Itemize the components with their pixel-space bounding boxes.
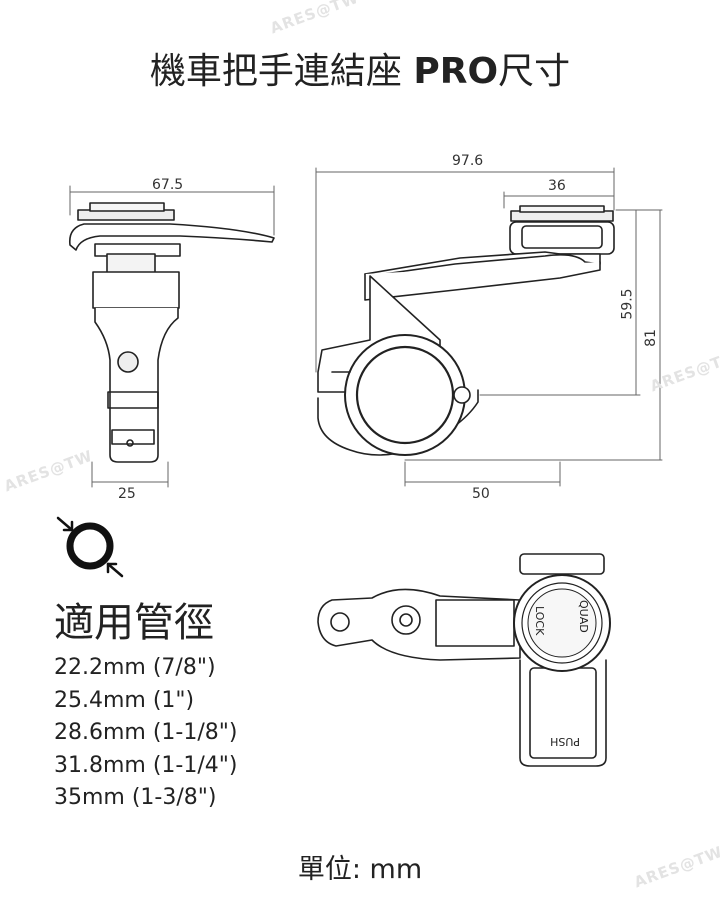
dim-side-width: 67.5 — [152, 177, 184, 193]
dim-clamp-width: 50 — [472, 486, 490, 502]
dim-top-head: 36 — [548, 178, 566, 194]
lock-logo-text: LOCK — [533, 606, 546, 636]
side-view-drawing — [68, 202, 275, 463]
quad-logo-text: QUAD — [577, 600, 590, 633]
dim-side-base: 25 — [118, 486, 136, 502]
pipe-size-item: 31.8mm (1-1/4") — [54, 752, 238, 778]
pipe-diameter-icon — [56, 516, 124, 578]
pipe-size-item: 22.2mm (7/8") — [54, 655, 216, 680]
pipe-size-list: 22.2mm (7/8") 25.4mm (1") 28.6mm (1-1/8"… — [54, 652, 237, 815]
dim-mount-height: 59.5 — [619, 288, 636, 320]
dim-top-length: 97.6 — [452, 153, 484, 169]
top-view-drawing — [317, 205, 615, 456]
page-title: 機車把手連結座 PRO尺寸 — [149, 51, 571, 92]
fit-heading: 適用管徑 — [54, 600, 214, 646]
bottom-view-drawing — [317, 553, 611, 767]
pipe-size-item: 35mm (1-3/8") — [54, 785, 217, 810]
pipe-size-item: 25.4mm (1") — [54, 687, 195, 713]
pipe-size-item: 28.6mm (1-1/8") — [54, 720, 238, 745]
dim-total-height: 81 — [642, 329, 659, 347]
push-text: PUSH — [550, 735, 580, 748]
unit-label: 單位: mm — [297, 854, 423, 885]
